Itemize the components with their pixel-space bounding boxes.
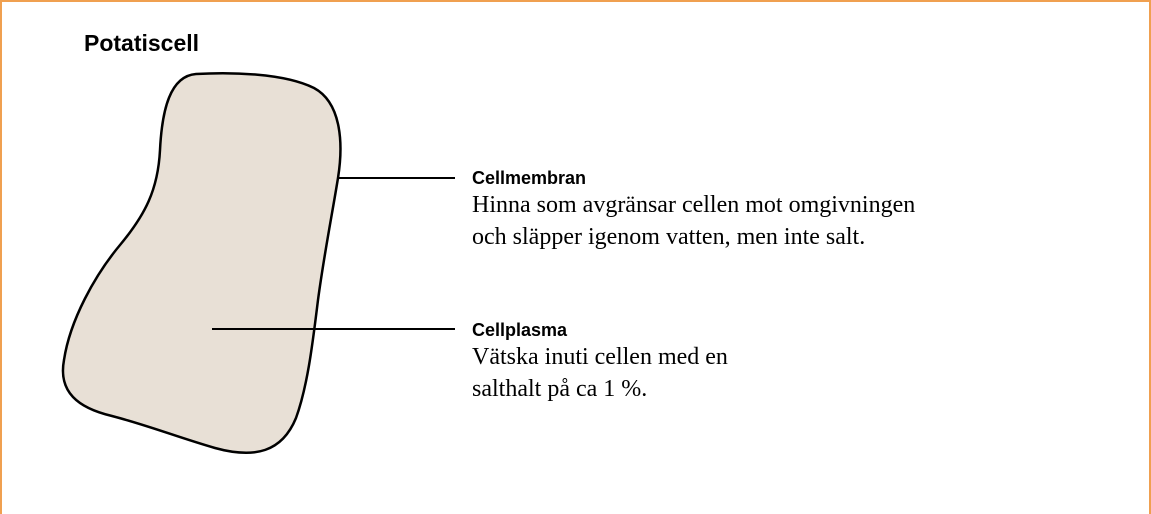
diagram-title: Potatiscell	[84, 30, 199, 57]
membrane-description-line: och släpper igenom vatten, men inte salt…	[472, 221, 915, 253]
membrane-description-line: Hinna som avgränsar cellen mot omgivning…	[472, 189, 915, 221]
membrane-heading: Cellmembran	[472, 167, 915, 189]
potato-cell-body	[63, 73, 340, 453]
plasma-description-line: Vätska inuti cellen med en	[472, 341, 728, 373]
plasma-description-line: salthalt på ca 1 %.	[472, 373, 728, 405]
membrane-label: Cellmembran Hinna som avgränsar cellen m…	[472, 167, 915, 253]
plasma-label: Cellplasma Vätska inuti cellen med en sa…	[472, 319, 728, 405]
plasma-heading: Cellplasma	[472, 319, 728, 341]
